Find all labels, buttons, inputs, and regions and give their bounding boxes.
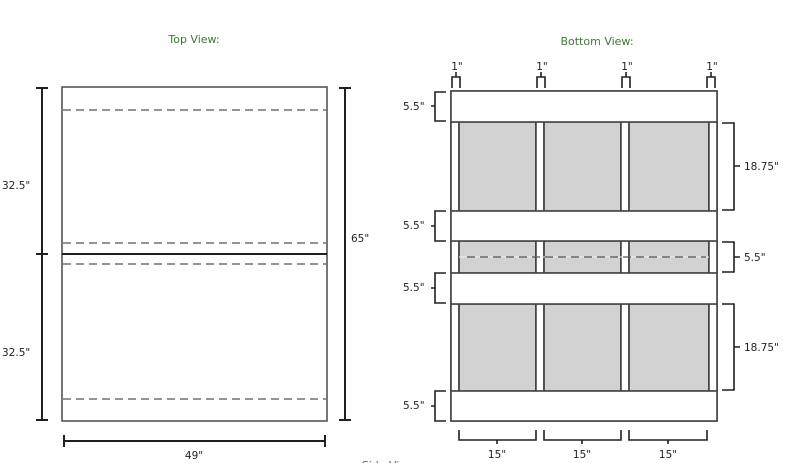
board-upper-middle	[450, 210, 718, 242]
board-height-brackets-left	[431, 91, 446, 422]
panel-width-label: 15"	[488, 449, 506, 461]
dim-label-upper-half: 32.5"	[2, 180, 30, 192]
panel-height-label-upper: 18.75"	[744, 161, 779, 173]
dim-label-total-length: 65"	[351, 233, 369, 245]
panel-height-label-middle: 5.5"	[744, 252, 766, 264]
top-view-title: Top View:	[167, 33, 219, 46]
panel-width-label: 15"	[659, 449, 677, 461]
board-height-label: 5.5"	[403, 220, 425, 232]
strip-width-label: 1"	[536, 61, 548, 73]
side-view-title: Side View:	[362, 459, 419, 463]
strip-width-label: 1"	[451, 61, 463, 73]
board-height-label: 5.5"	[403, 101, 425, 113]
board-top	[450, 90, 718, 123]
dimension-bottom-width	[63, 435, 326, 447]
dimension-right-total	[339, 87, 351, 421]
strip-width-label: 1"	[621, 61, 633, 73]
board-lower-middle	[450, 272, 718, 305]
board-height-label: 5.5"	[403, 400, 425, 412]
panel-row-lower	[450, 303, 718, 392]
dimension-left-halves	[36, 87, 48, 421]
dim-label-lower-half: 32.5"	[2, 347, 30, 359]
bottom-view: Bottom View:	[403, 35, 779, 461]
board-bottom	[450, 390, 718, 422]
dim-label-width: 49"	[185, 450, 203, 462]
board-height-label: 5.5"	[403, 282, 425, 294]
strip-width-markers	[451, 72, 716, 88]
panel-width-brackets	[458, 430, 708, 444]
panel-width-label: 15"	[573, 449, 591, 461]
panel-row-upper	[450, 121, 718, 212]
panel-row-middle	[450, 240, 718, 274]
top-view: Top View: 32.5" 32.5" 65" 49"	[2, 33, 369, 462]
panel-height-label-lower: 18.75"	[744, 342, 779, 354]
panel-height-brackets-right	[722, 122, 740, 391]
strip-width-label: 1"	[706, 61, 718, 73]
bottom-view-title: Bottom View:	[560, 35, 633, 48]
